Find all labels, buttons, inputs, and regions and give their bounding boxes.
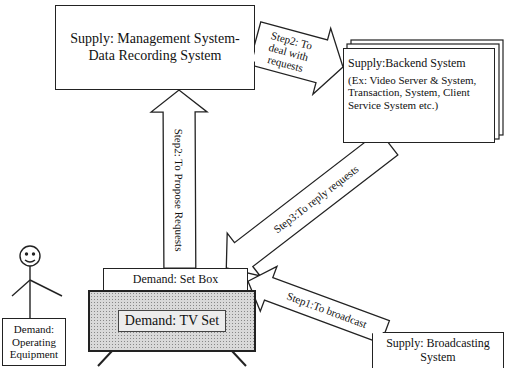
block-arrow <box>248 266 389 343</box>
arrow-label: Step3:To reply requests <box>261 154 371 243</box>
block-arrow <box>151 90 207 268</box>
node-title: Supply: Broadcasting System <box>377 337 499 365</box>
arrow-label: Step2: To Propose Requests <box>173 115 186 265</box>
arrow-label: Step2: To deal with requests <box>252 26 324 78</box>
node-title: Supply: Management System- Data Recordin… <box>60 31 250 63</box>
block-arrow <box>249 22 343 94</box>
node-title: Demand: TV Set <box>118 310 226 332</box>
arrow-label: Step1:To broadcast <box>269 284 386 337</box>
operator-box: Demand: Operating Equipment <box>2 318 66 366</box>
tv-leg <box>232 351 246 366</box>
set-box: Demand: Set Box <box>103 268 248 292</box>
node-title: Demand: Set Box <box>133 273 218 287</box>
tv-leg <box>98 351 112 366</box>
system-box: Supply: Management System- Data Recordin… <box>55 5 255 90</box>
backend-box: Supply:Backend System (Ex: Video Server &… <box>343 48 495 143</box>
node-title: Demand: Operating Equipment <box>7 323 61 361</box>
node-body: (Ex: Video Server & System, Transaction,… <box>348 74 490 112</box>
node-title: Supply:Backend System <box>348 57 466 71</box>
broadcast-box: Supply: Broadcasting System <box>372 332 504 368</box>
block-arrow <box>226 131 397 276</box>
stick-figure <box>12 246 62 318</box>
tv-set: Demand: TV Set <box>88 290 256 352</box>
